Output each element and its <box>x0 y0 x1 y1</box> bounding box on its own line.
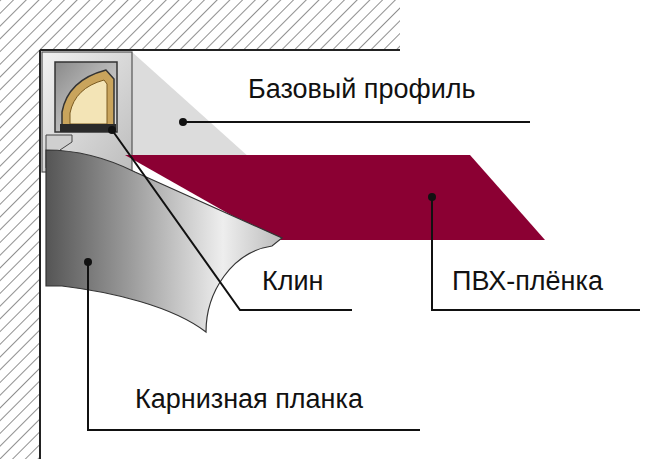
leader-line <box>183 121 530 123</box>
leader-dot <box>179 118 187 126</box>
cornice-plank <box>46 150 282 332</box>
part-label: Клин <box>260 266 325 297</box>
wall-line <box>39 50 41 459</box>
leader-dot <box>108 126 116 134</box>
leader-dot <box>428 193 436 201</box>
ceiling-line <box>40 49 400 51</box>
wedge-base <box>60 124 116 132</box>
part-label: ПВХ-плёнка <box>450 266 605 297</box>
leader-line <box>88 262 420 430</box>
profile-shadow <box>132 52 250 158</box>
leader-line <box>432 197 640 310</box>
part-label: Карнизная планка <box>133 384 365 415</box>
wedge-inner <box>70 80 107 124</box>
wedge <box>62 70 114 128</box>
leader-lines <box>88 122 640 430</box>
part-label: Базовый профиль <box>246 74 478 105</box>
profile-channel <box>55 62 117 132</box>
leader-line <box>112 130 352 310</box>
leader-dot <box>84 258 92 266</box>
leader-dots <box>84 118 436 266</box>
